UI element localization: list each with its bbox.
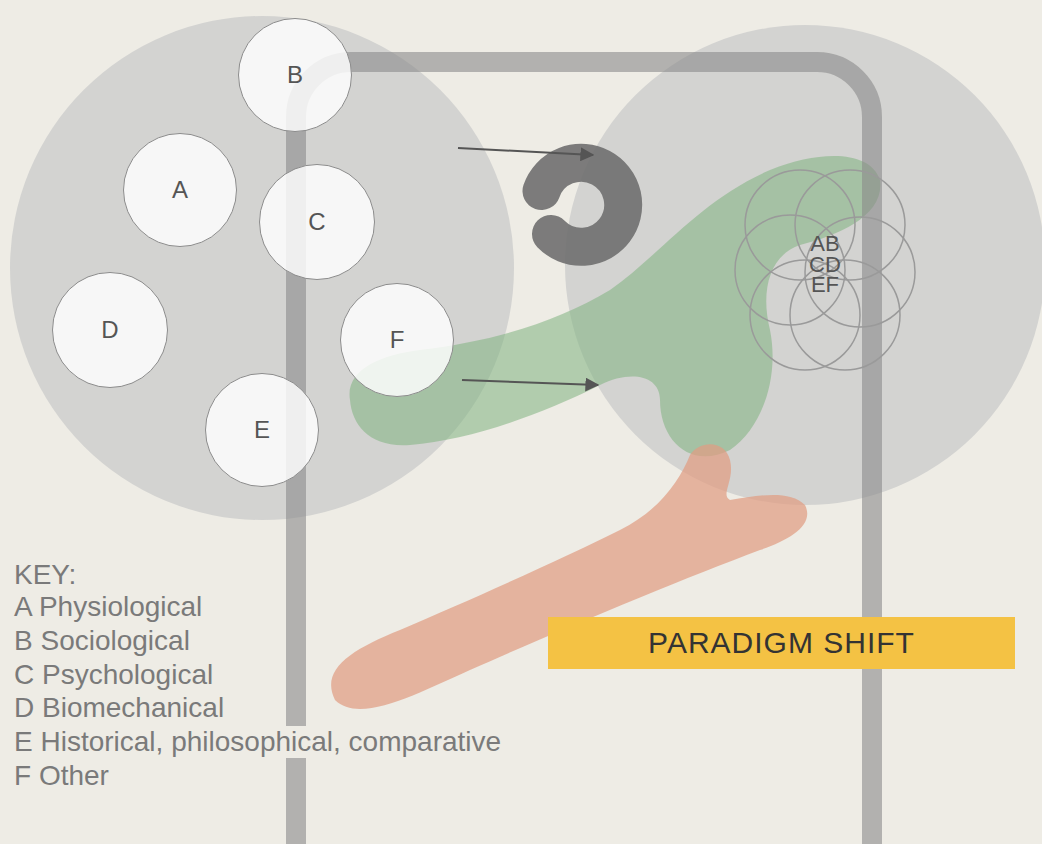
circle-letter: C <box>308 208 325 236</box>
orange-blob <box>331 444 807 709</box>
shift-arrow <box>462 380 598 385</box>
key-entry: A Physiological <box>12 591 204 623</box>
key-entry: D Biomechanical <box>12 692 226 724</box>
c-shape <box>542 163 624 247</box>
circle-letter: AB CD EF <box>801 234 849 297</box>
overlap-circle <box>790 260 900 370</box>
key-heading: KEY: <box>12 559 78 591</box>
key-entry: B Sociological <box>12 625 192 657</box>
shift-arrow <box>458 148 593 155</box>
merged-circles: AB CD EF <box>730 170 920 360</box>
right-disc <box>565 25 1042 505</box>
factor-circle: E <box>205 373 319 487</box>
factor-circle: F <box>340 283 454 397</box>
factor-circle: C <box>259 164 375 280</box>
key-entry: C Psychological <box>12 659 215 691</box>
shift-banner: PARADIGM SHIFT <box>548 617 1015 669</box>
key-entry: F Other <box>12 760 111 792</box>
factor-circle: B <box>238 18 352 132</box>
circle-letter: D <box>101 316 118 344</box>
circle-letter: B <box>287 61 303 89</box>
circle-letter: A <box>172 176 188 204</box>
banner-text: PARADIGM SHIFT <box>648 626 915 661</box>
key-entry: E Historical, philosophical, comparative <box>12 726 503 758</box>
circle-letter: F <box>390 326 405 354</box>
factor-circle: A <box>123 133 237 247</box>
left-disc <box>10 16 514 520</box>
factor-circle: D <box>52 272 168 388</box>
circle-letter: E <box>254 416 270 444</box>
